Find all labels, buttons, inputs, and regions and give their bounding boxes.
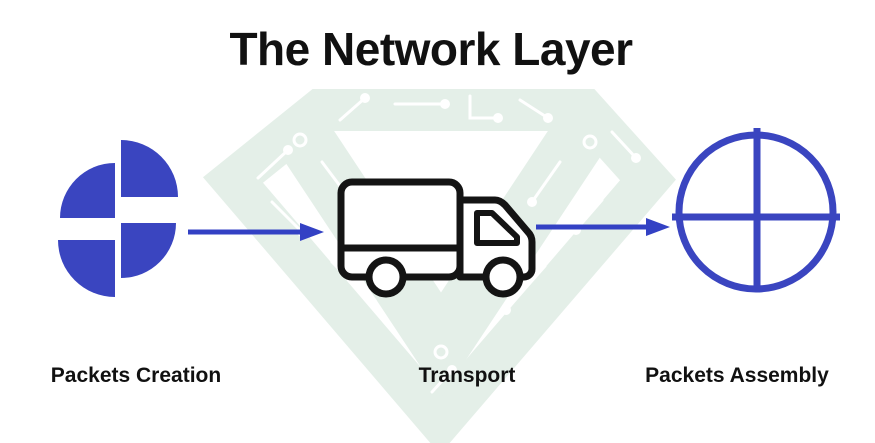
- stage-label-packets-creation: Packets Creation: [50, 364, 222, 387]
- arrow-right-icon: [188, 223, 324, 241]
- delivery-truck-icon: [337, 178, 536, 298]
- quadrant-top-right: [121, 140, 178, 197]
- truck-wheel-rear: [365, 256, 407, 298]
- quadrant-bottom-right: [121, 223, 176, 278]
- circuit-traces: [256, 93, 641, 394]
- quadrant-bottom-left: [58, 240, 115, 297]
- arrow-right-icon: [536, 218, 670, 236]
- packet-pieces-icon: [58, 140, 178, 297]
- assembled-packet-icon: [672, 128, 840, 293]
- stage-label-packets-assembly: Packets Assembly: [645, 364, 829, 387]
- page-title: The Network Layer: [229, 23, 633, 75]
- stage-label-transport: Transport: [418, 364, 516, 387]
- quadrant-top-left: [60, 163, 115, 218]
- truck-wheel-front: [482, 256, 524, 298]
- truck-window: [474, 210, 520, 246]
